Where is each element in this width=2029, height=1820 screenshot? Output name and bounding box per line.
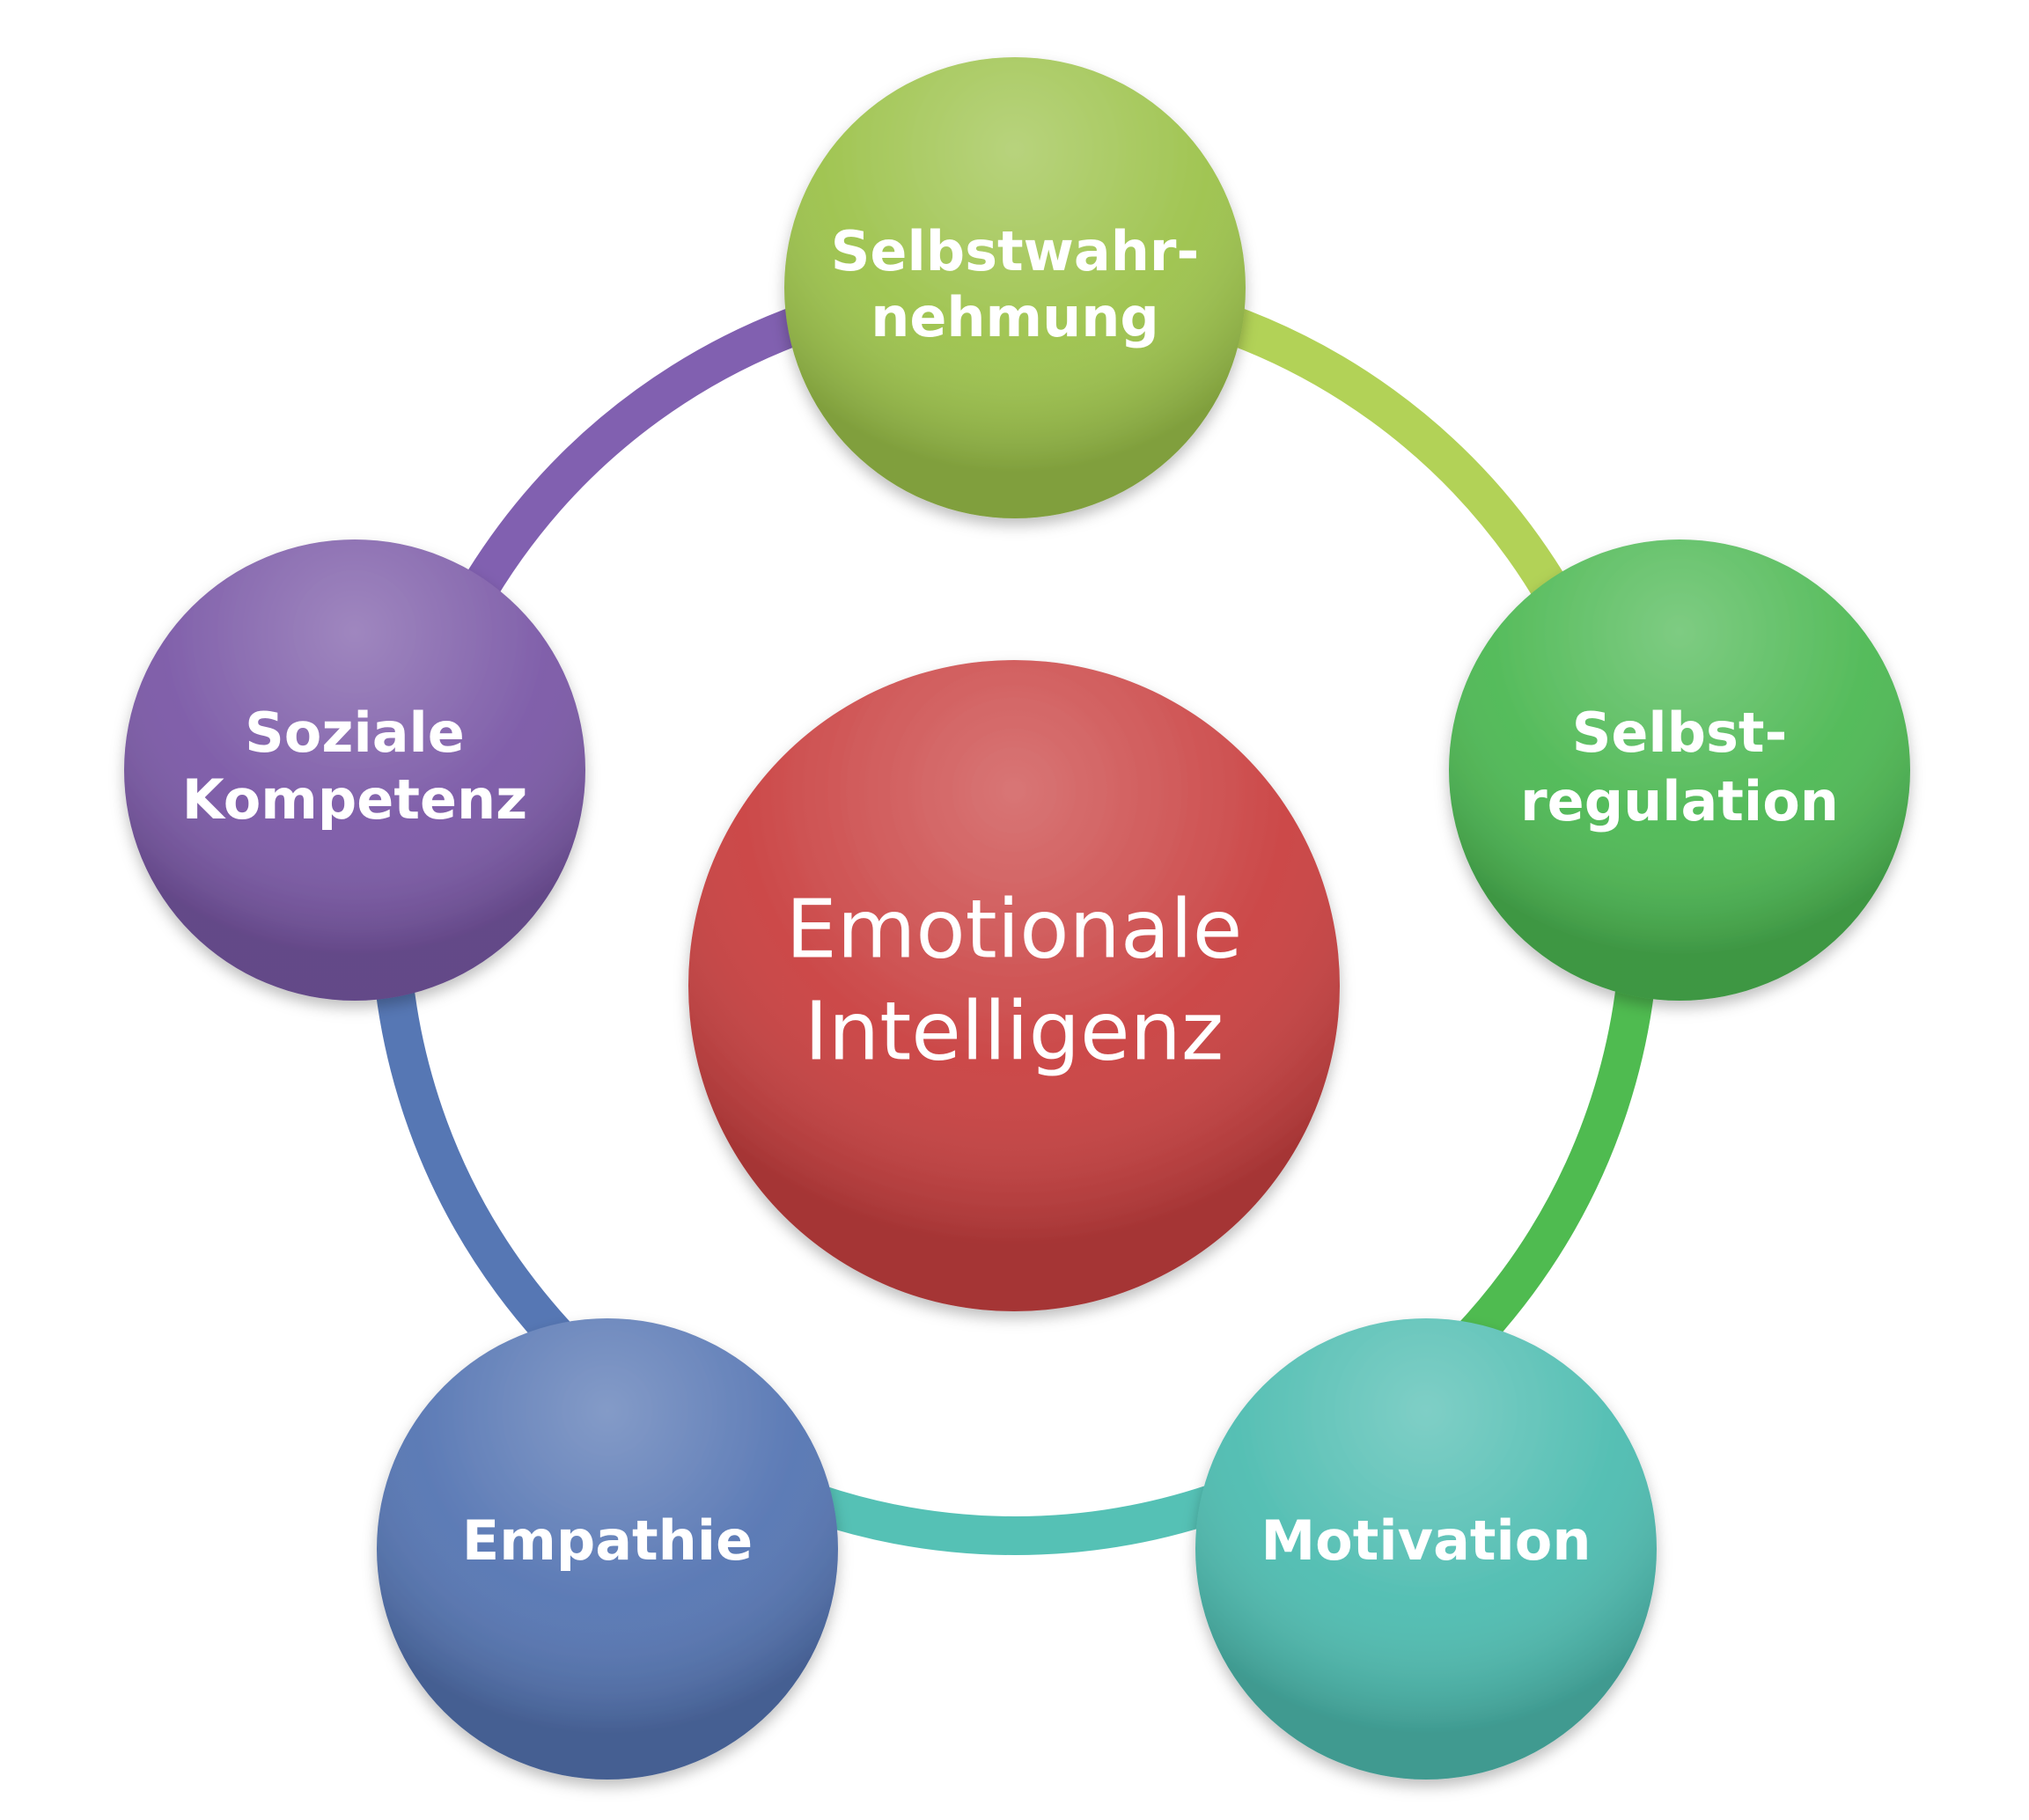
center-label-line2: Intelligenz xyxy=(805,984,1224,1078)
node-label-motivation: Motivation xyxy=(1261,1508,1591,1573)
node-selbstwahrnehmung: Selbstwahr- nehmung xyxy=(784,57,1246,518)
node-soziale-kompetenz: Soziale Kompetenz xyxy=(124,539,585,1001)
node-label-selbstwahrnehmung-line2: nehmung xyxy=(871,285,1159,349)
node-selbstregulation: Selbst- regulation xyxy=(1449,539,1910,1001)
node-empathie: Empathie xyxy=(377,1318,838,1780)
center-label-line1: Emotionale xyxy=(786,882,1243,976)
node-motivation: Motivation xyxy=(1195,1318,1657,1780)
node-label-selbstregulation-line1: Selbst- xyxy=(1572,701,1788,765)
node-label-soziale-kompetenz-line2: Kompetenz xyxy=(182,767,528,832)
node-label-selbstregulation-line2: regulation xyxy=(1520,769,1839,833)
node-label-empathie: Empathie xyxy=(462,1508,753,1573)
node-label-selbstwahrnehmung-line1: Selbstwahr- xyxy=(831,219,1199,283)
node-label-soziale-kompetenz-line1: Soziale xyxy=(245,701,465,765)
center-node: Emotionale Intelligenz xyxy=(688,660,1340,1311)
